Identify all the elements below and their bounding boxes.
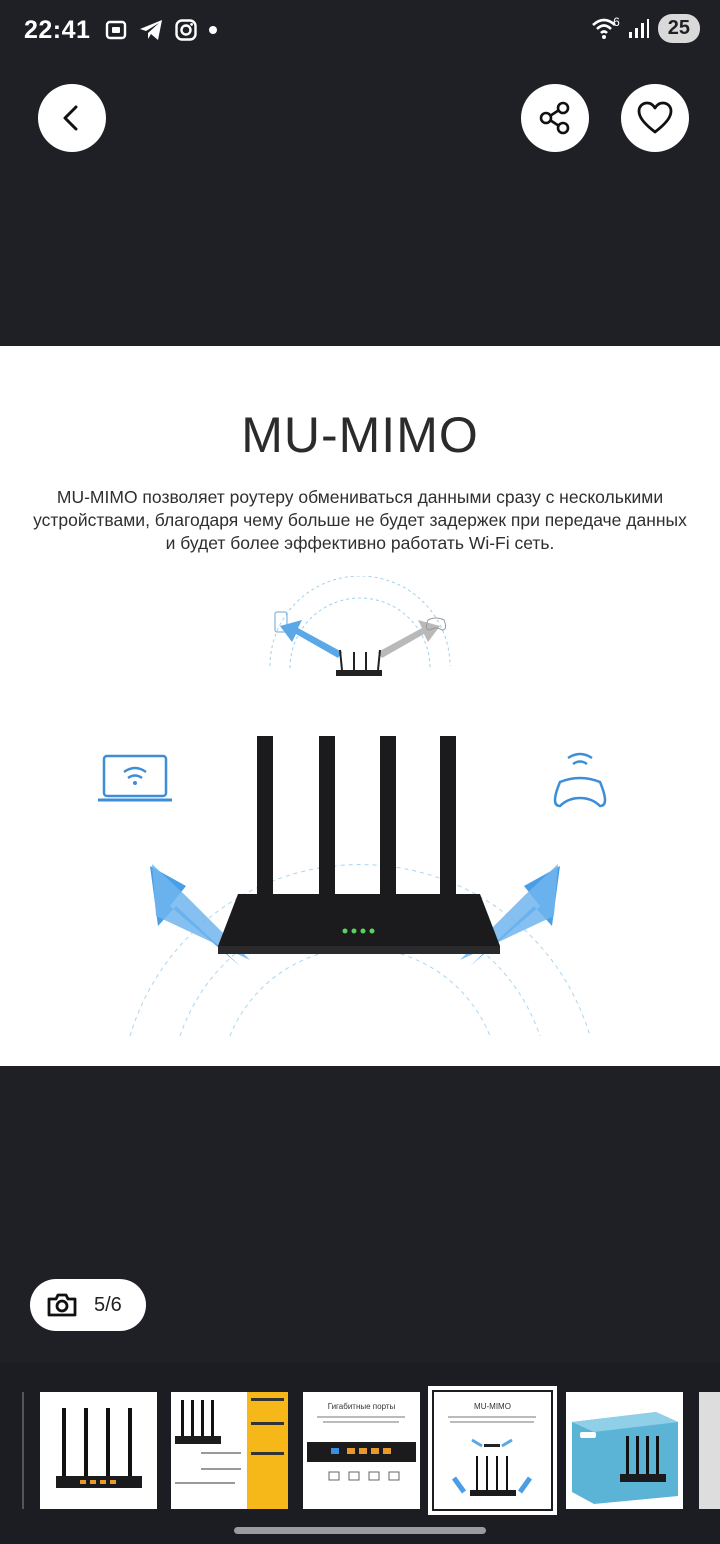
status-time: 22:41 xyxy=(24,15,91,44)
thumbnail-3[interactable]: Гигабитные порты xyxy=(303,1392,420,1509)
thumbnail-box-image xyxy=(572,1412,678,1504)
router-mu-mimo-illustration xyxy=(98,736,607,1036)
network-badge: 6 xyxy=(613,14,620,29)
system-icons: 6 25 xyxy=(591,14,700,43)
chevron-left-icon xyxy=(63,105,78,131)
thumbnail-caption: MU-MIMO xyxy=(474,1402,511,1411)
thumbnail-caption: Гигабитные порты xyxy=(327,1402,396,1411)
share-button[interactable] xyxy=(521,84,589,152)
heart-icon xyxy=(637,101,673,134)
notification-icons xyxy=(104,18,218,42)
back-button[interactable] xyxy=(38,84,106,152)
wifi-icon xyxy=(592,18,616,39)
thumbnail-mu-mimo-image xyxy=(448,1416,536,1496)
image-counter: 5/6 xyxy=(30,1279,146,1331)
thumbnail-4[interactable]: MU-MIMO xyxy=(428,1386,557,1515)
image-counter-text: 5/6 xyxy=(94,1293,122,1316)
promo-title: MU-MIMO xyxy=(241,407,479,463)
small-router-illustration xyxy=(269,576,451,676)
thumbnail-ports-image xyxy=(307,1416,416,1481)
dot-icon xyxy=(209,26,218,34)
thumbnail-5[interactable] xyxy=(566,1392,683,1509)
home-indicator[interactable] xyxy=(234,1527,486,1534)
promo-description: MU-MIMO позволяет роутеру обмениваться д… xyxy=(33,487,687,553)
screenshot-icon xyxy=(106,20,127,40)
favorite-button[interactable] xyxy=(621,84,689,152)
signal-icon xyxy=(628,18,649,38)
thumbnail-features-image xyxy=(175,1392,288,1509)
product-image[interactable]: MU-MIMO MU-MIMO позволяет роутеру обмени… xyxy=(0,346,720,1066)
instagram-icon xyxy=(175,19,198,41)
thumbnail-6-partial[interactable] xyxy=(699,1392,720,1509)
thumbnail-router-image xyxy=(56,1408,142,1488)
thumbnail-1[interactable] xyxy=(40,1392,157,1509)
camera-icon xyxy=(47,1293,77,1317)
status-bar: 22:41 6 25 xyxy=(0,0,720,60)
telegram-icon xyxy=(140,20,163,40)
strip-edge xyxy=(22,1392,24,1509)
battery-indicator: 25 xyxy=(657,14,700,43)
thumbnail-strip: Гигабитные порты MU-MIMO xyxy=(0,1362,720,1544)
share-icon xyxy=(539,101,570,135)
thumbnail-2[interactable] xyxy=(171,1392,288,1509)
